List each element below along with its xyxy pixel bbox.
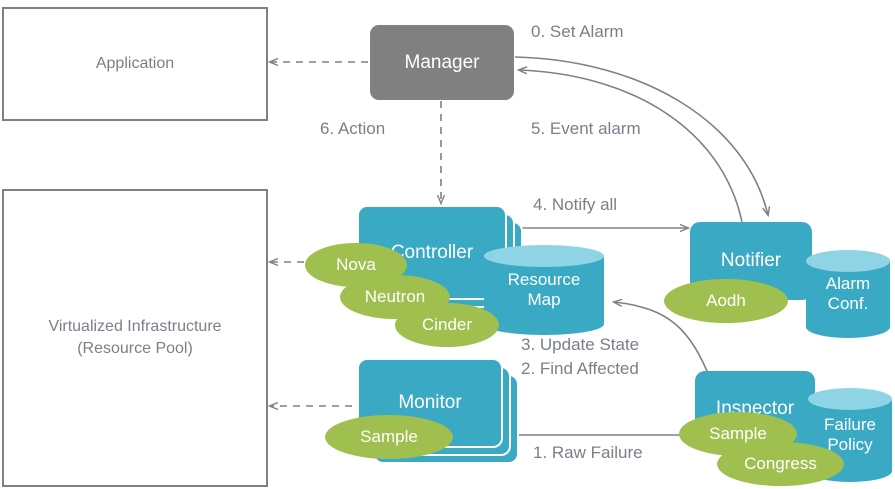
resource-map-line-2: Map — [527, 290, 561, 309]
step-label-set-alarm: 0. Set Alarm — [531, 22, 624, 41]
step-label-update-state: 3. Update State — [521, 335, 640, 354]
step-label-action: 6. Action — [320, 119, 386, 138]
alarm-conf-label: Alarm Conf. — [806, 250, 890, 338]
cylinder-body — [484, 256, 604, 324]
step-label-event-alarm: 5. Event alarm — [531, 119, 641, 138]
tag-cinder: Cinder — [395, 303, 499, 347]
virtualized-infrastructure-box: Virtualized Infrastructure (Resource Poo… — [2, 189, 268, 487]
vi-line-1: Virtualized Infrastructure — [48, 318, 222, 336]
tag-sample-monitor: Sample — [325, 415, 453, 459]
resource-map-label: Resource Map — [484, 245, 604, 335]
notifier-label: Notifier — [720, 250, 782, 271]
tag-neutron-label: Neutron — [364, 287, 426, 306]
tag-sample-monitor-label: Sample — [360, 427, 418, 446]
manager-label: Manager — [404, 51, 480, 73]
tag-cinder-label: Cinder — [421, 315, 473, 334]
cylinder-top — [808, 388, 892, 410]
failure-policy-line-1: Failure — [824, 415, 876, 435]
resource-map-line-1: Resource — [507, 270, 581, 290]
tag-congress: Congress — [717, 442, 844, 486]
controller-label: Controller — [390, 241, 474, 263]
vi-line-2: (Resource Pool) — [77, 340, 193, 357]
application-box: Application — [2, 7, 268, 121]
step-label-find-affected: 2. Find Affected — [521, 359, 639, 378]
tag-sample-inspector-label: Sample — [709, 424, 767, 443]
tag-aodh: Aodh — [664, 279, 788, 323]
failure-policy-line-2: Policy — [827, 435, 873, 454]
step-label-notify-all: 4. Notify all — [533, 195, 618, 214]
alarm-conf-line-2: Conf. — [827, 294, 869, 313]
failure-policy-label: Failure Policy — [808, 388, 892, 482]
application-label: Application — [95, 55, 175, 73]
tag-nova-label: Nova — [336, 255, 376, 274]
step-label-raw-failure: 1. Raw Failure — [533, 443, 643, 462]
failure-policy-cylinder: Failure Policy — [808, 388, 892, 482]
manager-node: Manager — [370, 25, 514, 100]
tag-congress-label: Congress — [744, 454, 817, 473]
alarm-conf-cylinder: Alarm Conf. — [806, 250, 890, 338]
cylinder-top — [484, 245, 604, 267]
alarm-conf-line-1: Alarm — [825, 274, 871, 294]
virtualized-infrastructure-label: Virtualized Infrastructure (Resource Poo… — [48, 316, 221, 359]
cylinder-body — [806, 261, 890, 327]
resource-map-cylinder: Resource Map — [484, 245, 604, 335]
cylinder-top — [806, 250, 890, 272]
tag-aodh-label: Aodh — [706, 291, 746, 310]
monitor-label: Monitor — [398, 392, 462, 413]
